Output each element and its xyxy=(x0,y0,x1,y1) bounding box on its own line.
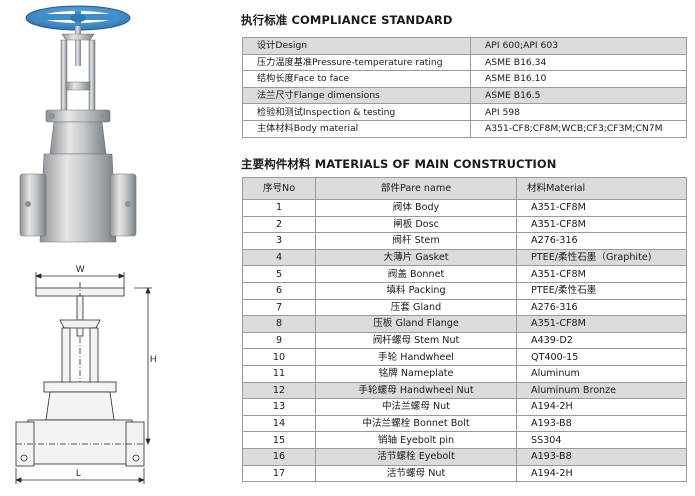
part-no: 7 xyxy=(242,298,316,317)
header-no: 序号No xyxy=(242,177,316,200)
part-material: A351-CF8M xyxy=(516,199,687,217)
part-no: 6 xyxy=(242,281,316,300)
table-row: 法兰尺寸Flange dimensions ASME B16.5 xyxy=(242,86,687,105)
part-no: 5 xyxy=(242,265,316,283)
compliance-label: 检验和测试Inspection & testing xyxy=(242,103,471,121)
part-name: 销轴 Eyebolt pin xyxy=(315,431,517,449)
header-material: 材料Material xyxy=(516,177,687,200)
compliance-value: ASME B16.5 xyxy=(470,86,687,105)
compliance-value: ASME B16.34 xyxy=(470,53,687,72)
part-no: 1 xyxy=(242,199,316,217)
gate-valve-photo xyxy=(19,5,137,243)
part-name: 阀杆螺母 Stem Nut xyxy=(315,331,517,350)
part-name: 手轮螺母 Handwheel Nut xyxy=(315,381,517,400)
part-no: 17 xyxy=(242,464,316,483)
part-name: 活节螺栓 Eyebolt xyxy=(315,447,517,466)
dimension-w-label: W xyxy=(76,264,85,274)
compliance-label: 法兰尺寸Flange dimensions xyxy=(242,86,471,105)
compliance-table: 设计Design API 600;API 603 压力温度基准Pressure-… xyxy=(242,37,687,138)
part-name: 压套 Gland xyxy=(315,298,517,317)
part-name: 活节螺母 Nut xyxy=(315,464,517,483)
part-no: 4 xyxy=(242,248,316,267)
part-material: A193-B8 xyxy=(516,447,687,466)
part-no: 2 xyxy=(242,215,316,234)
part-material: A193-B8 xyxy=(516,414,687,433)
part-no: 11 xyxy=(242,364,316,383)
part-no: 8 xyxy=(242,315,316,333)
table-row: 设计Design API 600;API 603 xyxy=(242,37,687,55)
compliance-value: ASME B16.10 xyxy=(470,70,687,88)
part-no: 10 xyxy=(242,348,316,366)
valve-dimension-drawing: W H L xyxy=(14,264,156,484)
part-name: 中法兰螺母 Nut xyxy=(315,398,517,416)
part-material: A351-CF8M xyxy=(516,215,687,234)
part-material: Aluminum xyxy=(516,364,687,383)
part-material: A194-2H xyxy=(516,398,687,416)
part-name: 闸板 Dosc xyxy=(315,215,517,234)
compliance-value: API 598 xyxy=(470,103,687,121)
compliance-label: 结构长度Face to face xyxy=(242,70,471,88)
part-name: 阀杆 Stem xyxy=(315,232,517,250)
part-name: 阀体 Body xyxy=(315,199,517,217)
part-no: 15 xyxy=(242,431,316,449)
part-material: A276-316 xyxy=(516,232,687,250)
part-material: PTEE/柔性石墨（Graphite) xyxy=(516,248,687,267)
dimension-h-label: H xyxy=(150,354,156,364)
part-no: 9 xyxy=(242,331,316,350)
part-material: Aluminum Bronze xyxy=(516,381,687,400)
table-row: 主体材料Body material A351-CF8;CF8M;WCB;CF3;… xyxy=(242,119,687,138)
compliance-label: 主体材料Body material xyxy=(242,119,471,138)
table-row: 压力温度基准Pressure-temperature rating ASME B… xyxy=(242,53,687,72)
table-row: 结构长度Face to face ASME B16.10 xyxy=(242,70,687,88)
part-no: 13 xyxy=(242,398,316,416)
part-no: 14 xyxy=(242,414,316,433)
materials-title: 主要构件材料 MATERIALS OF MAIN CONSTRUCTION xyxy=(241,157,557,171)
compliance-label: 设计Design xyxy=(242,37,471,55)
part-name: 中法兰螺栓 Bonnet Bolt xyxy=(315,414,517,433)
part-no: 16 xyxy=(242,447,316,466)
part-material: A276-316 xyxy=(516,298,687,317)
part-no: 12 xyxy=(242,381,316,400)
part-material: A351-CF8M xyxy=(516,265,687,283)
part-name: 铭牌 Nameplate xyxy=(315,364,517,383)
part-name: 阀盖 Bonnet xyxy=(315,265,517,283)
part-material: SS304 xyxy=(516,431,687,449)
part-material: A351-CF8M xyxy=(516,315,687,333)
part-name: 大薄片 Gasket xyxy=(315,248,517,267)
compliance-label: 压力温度基准Pressure-temperature rating xyxy=(242,53,471,72)
part-material: QT400-15 xyxy=(516,348,687,366)
part-no: 3 xyxy=(242,232,316,250)
part-name: 手轮 Handwheel xyxy=(315,348,517,366)
header-name: 部件Pare name xyxy=(315,177,517,200)
table-row: 检验和测试Inspection & testing API 598 xyxy=(242,103,687,121)
part-material: PTEE/柔性石墨 xyxy=(516,281,687,300)
compliance-title: 执行标准 COMPLIANCE STANDARD xyxy=(241,13,453,27)
compliance-value: API 600;API 603 xyxy=(470,37,687,55)
part-material: A439-D2 xyxy=(516,331,687,350)
table-header-row: 序号No 部件Pare name 材料Material xyxy=(242,177,687,200)
dimension-l-label: L xyxy=(76,468,81,478)
part-name: 压板 Gland Flange xyxy=(315,315,517,333)
part-material: A194-2H xyxy=(516,464,687,483)
compliance-value: A351-CF8;CF8M;WCB;CF3;CF3M;CN7M xyxy=(470,119,687,138)
part-name: 填料 Packing xyxy=(315,281,517,300)
